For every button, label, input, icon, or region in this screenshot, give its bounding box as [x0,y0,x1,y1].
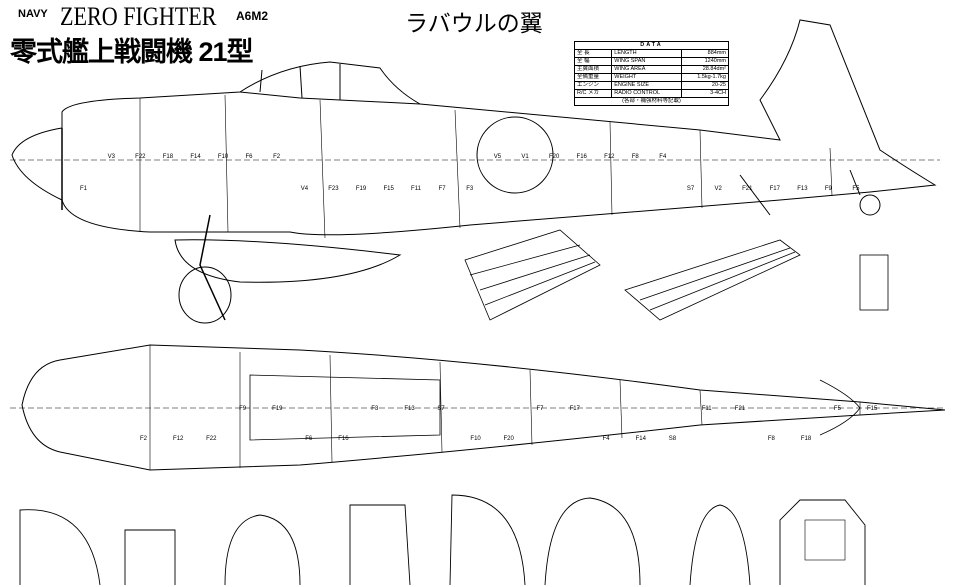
station-label: F1 [80,186,88,192]
top-view [10,344,946,471]
station-label: F12 [604,154,615,160]
station-label: F5 [834,406,842,412]
station-label: S7 [437,406,445,412]
station-label: V1 [521,154,529,160]
station-label: F5 [852,186,860,192]
row-value: 1.5kg-1.7kg [681,73,729,82]
station-label: F18 [163,154,174,160]
row-jp: 全備重量 [573,73,613,82]
station-label: F13 [404,406,415,412]
station-label: F20 [503,436,514,442]
station-label: F11 [411,186,422,192]
station-label: F23 [328,186,339,192]
station-label: S8 [669,436,677,442]
station-label: F10 [470,436,481,442]
station-label: F17 [570,406,581,412]
station-label: F15 [383,186,394,192]
station-label: V2 [714,186,722,192]
station-label: F14 [190,154,201,160]
row-value: 20-25 [681,81,729,90]
station-label: F16 [577,154,588,160]
station-label: V5 [494,154,502,160]
station-label: F19 [356,186,367,192]
station-label: F13 [797,186,808,192]
title-japanese: 零式艦上戦闘機 21型 [10,37,254,67]
station-label: F9 [825,186,833,192]
subtitle-japanese: ラバウルの翼 [405,11,543,36]
station-label: F22 [206,436,217,442]
side-view-labels: F1F2F3F4F5F6F7F8F9F10F11F12F13F14F15F16F… [80,154,860,192]
station-label: F15 [867,406,878,412]
bulkhead-sections [19,494,866,586]
row-value: 3-4CH [681,89,729,98]
station-label: F18 [801,436,812,442]
station-label: F14 [636,436,647,442]
station-label: F21 [735,406,746,412]
station-label: V4 [301,186,309,192]
data-table-footer: (各部・補強材料等記載) [574,97,729,106]
variant-label: A6M2 [236,9,269,23]
station-label: F20 [549,154,560,160]
data-table-heading: DATA [574,41,729,50]
station-label: F8 [632,154,640,160]
station-label: F7 [439,186,447,192]
row-jp: 全 幅 [573,57,613,66]
station-label: F19 [272,406,283,412]
row-value: 1240mm [681,57,729,66]
row-jp: 主翼面積 [573,65,613,74]
row-label: RADIO CONTROL [611,89,683,98]
station-label: F21 [742,186,753,192]
station-label: F4 [659,154,667,160]
side-view [10,19,940,324]
station-label: F3 [466,186,474,192]
station-label: F8 [768,436,776,442]
row-label: WING AREA [611,65,683,74]
row-value: 884mm [681,49,729,58]
row-value: 28.84dm² [681,65,729,74]
title-english: ZERO FIGHTER [60,2,217,31]
wing-panel-drawings [464,229,889,321]
row-jp: エンジン [573,81,613,90]
station-label: F6 [246,154,254,160]
station-label: F16 [338,436,349,442]
row-jp: R/C メカ [573,89,613,98]
station-label: F3 [371,406,379,412]
row-label: LENGTH [611,49,683,58]
station-label: F6 [305,436,313,442]
station-label: F17 [770,186,781,192]
station-label: F9 [239,406,247,412]
row-jp: 全 長 [573,49,613,58]
station-label: F2 [140,436,148,442]
station-label: F4 [603,436,611,442]
row-label: WEIGHT [611,73,683,82]
station-label: F12 [173,436,184,442]
station-label: F10 [218,154,229,160]
station-label: F2 [273,154,281,160]
navy-label: NAVY [18,8,48,20]
row-label: ENGINE SIZE [611,81,683,90]
station-label: F22 [135,154,146,160]
station-label: S7 [687,186,695,192]
station-label: F7 [537,406,545,412]
row-label: WING SPAN [611,57,683,66]
station-label: F11 [702,406,713,412]
station-label: V3 [108,154,116,160]
